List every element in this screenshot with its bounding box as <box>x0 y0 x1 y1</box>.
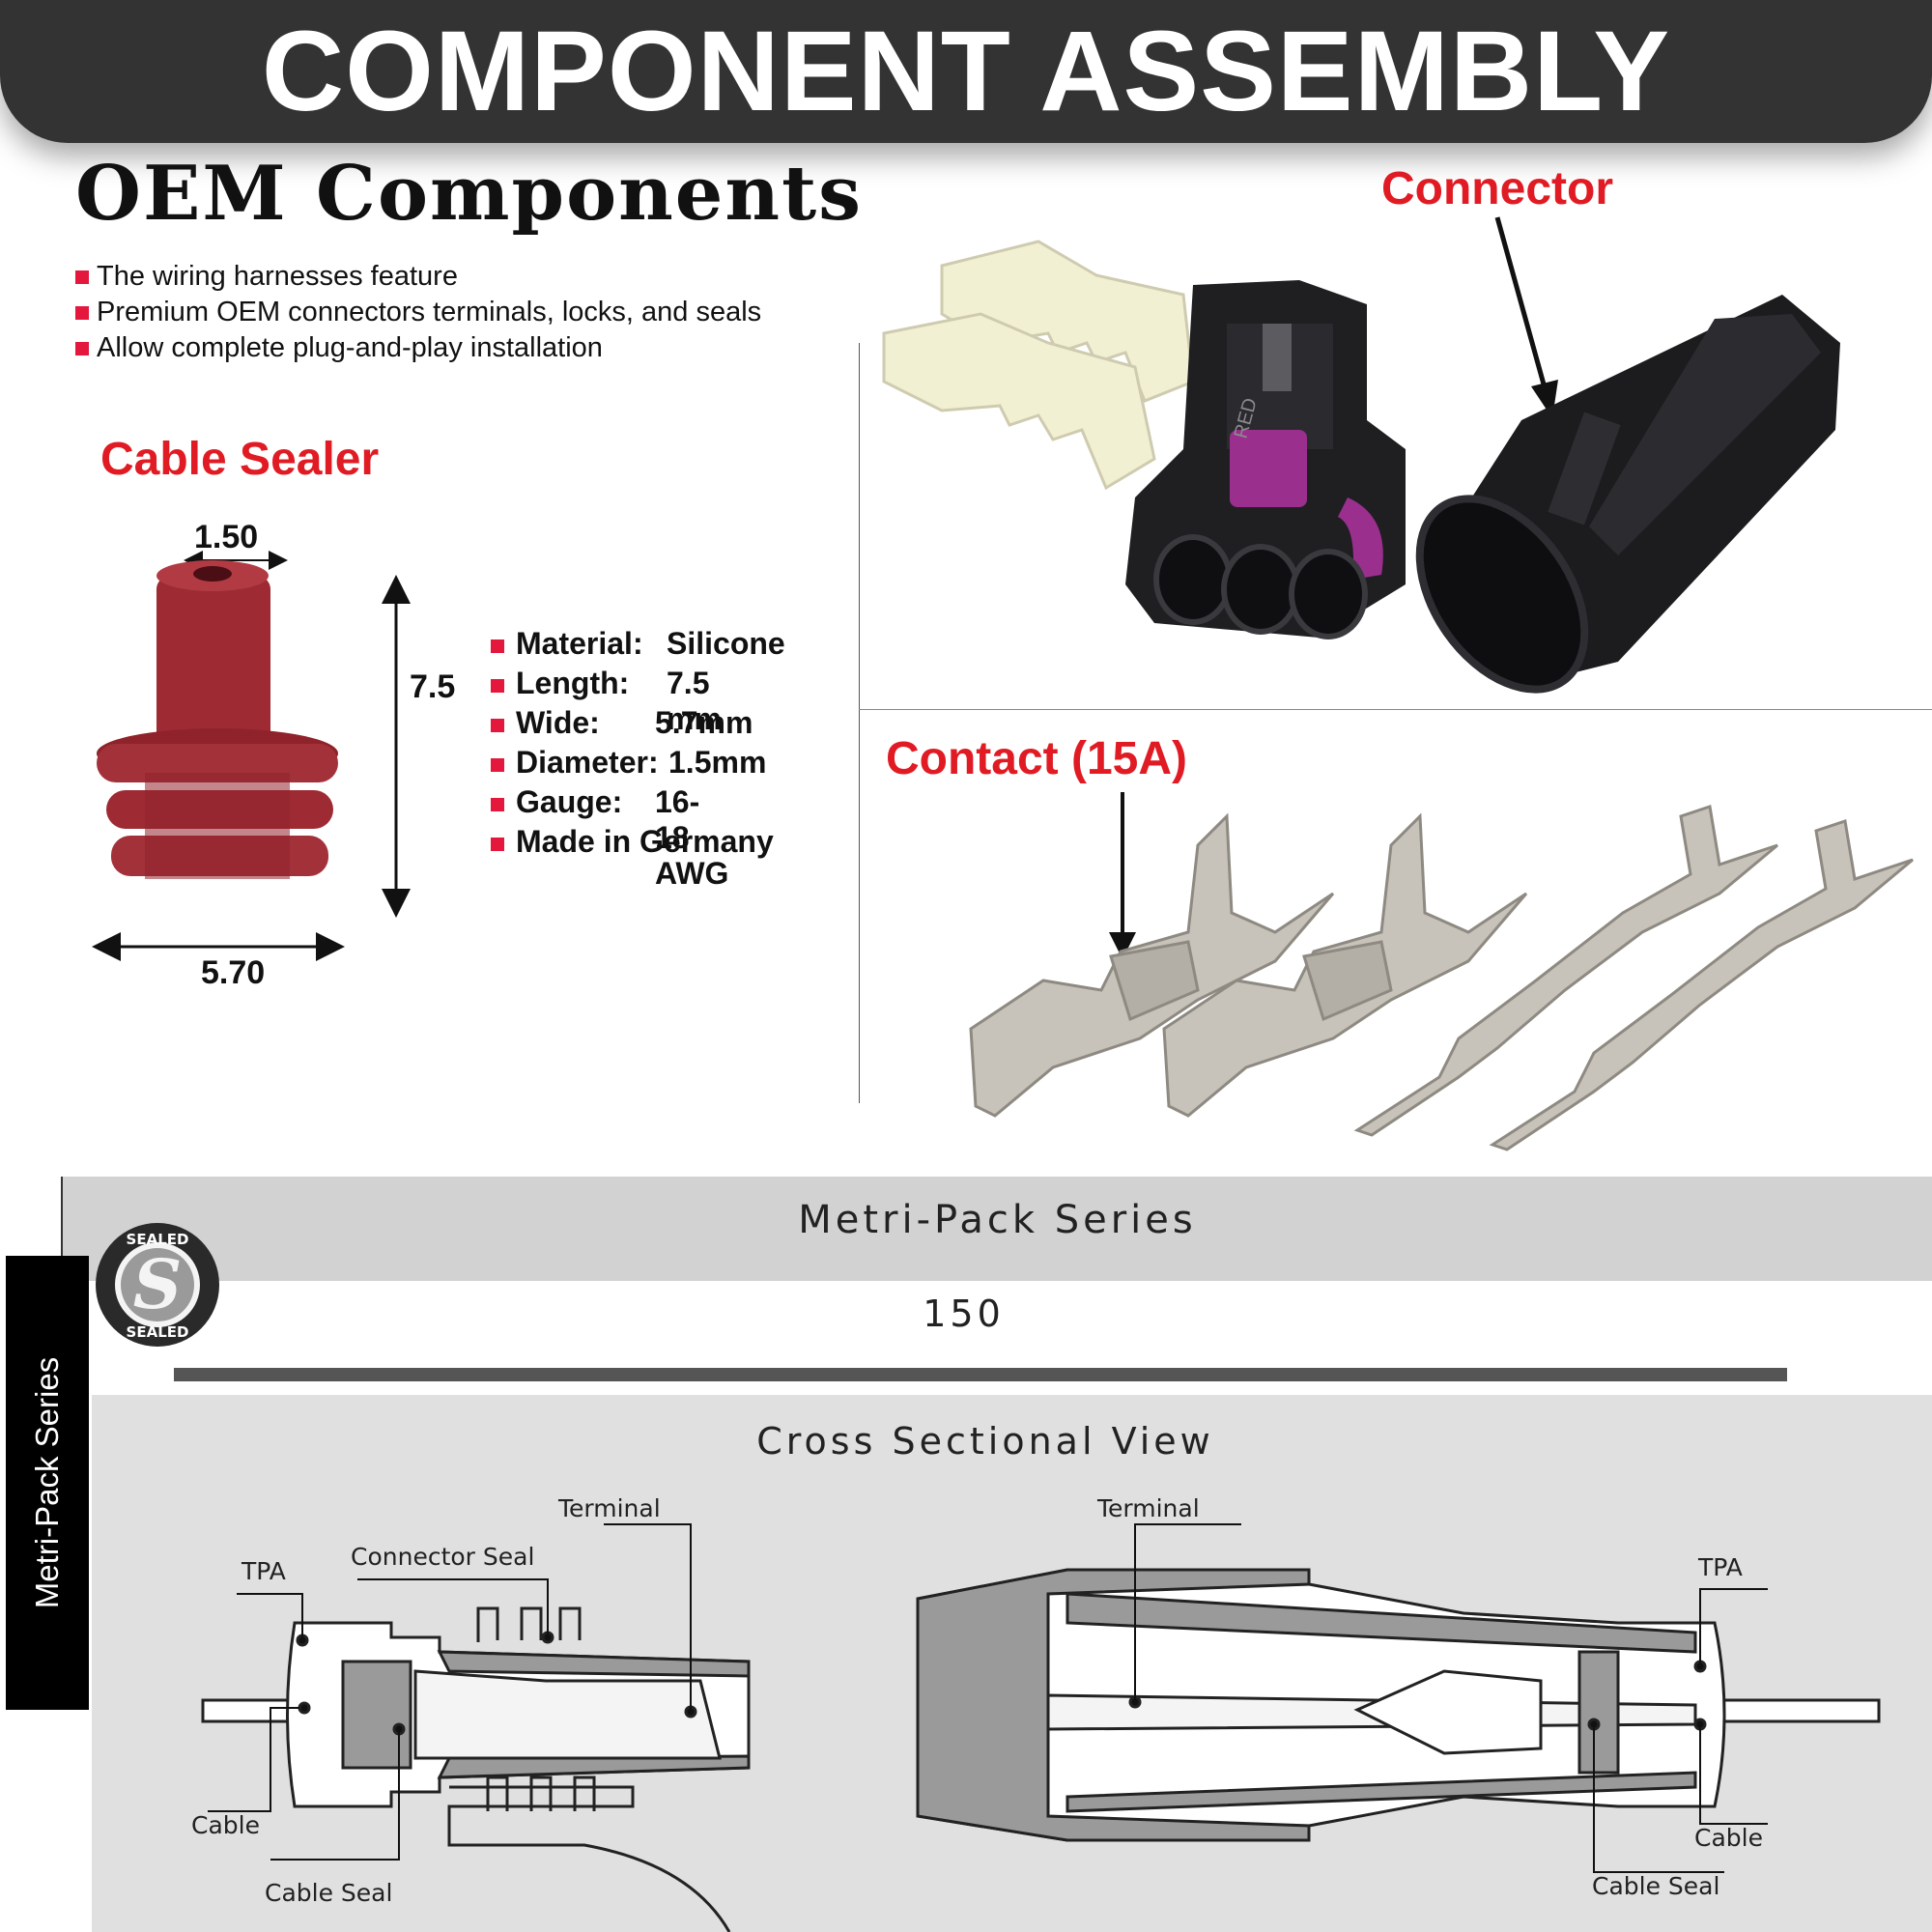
bullet-icon <box>75 342 89 356</box>
spec-value: Silicone <box>667 626 785 661</box>
label-cable-left: Cable <box>191 1811 260 1839</box>
cross-section-diagram <box>201 1523 1881 1932</box>
bullet-icon <box>491 757 504 772</box>
bullet-icon <box>491 837 504 851</box>
section-rule <box>174 1368 1787 1381</box>
spec-wide: Wide: 5.7mm <box>491 705 753 741</box>
male-contact <box>1353 805 1778 1137</box>
header-banner <box>0 0 1932 143</box>
label-terminal-right: Terminal <box>1097 1494 1200 1522</box>
cable-sealer-heading: Cable Sealer <box>100 434 380 485</box>
spec-label: Length: <box>516 666 630 700</box>
label-cable-seal-left: Cable Seal <box>265 1879 393 1907</box>
cable-seal-part <box>97 560 338 879</box>
female-housing: RED <box>1125 280 1406 639</box>
bullet-icon <box>75 306 89 321</box>
feature-item: Allow complete plug-and-play installatio… <box>75 332 603 364</box>
spec-value: 5.7mm <box>655 705 753 740</box>
spec-value: 16-18 AWG <box>655 784 729 891</box>
spec-label: Made in Germany <box>516 824 774 859</box>
spec-value: 1.5mm <box>668 745 767 780</box>
label-tpa-right: TPA <box>1698 1553 1743 1581</box>
left-leader-lines <box>208 1523 692 1861</box>
contact-heading: Contact (15A) <box>886 733 1188 784</box>
right-leader-lines <box>1134 1523 1768 1873</box>
label-terminal-left: Terminal <box>558 1494 661 1522</box>
bullet-icon <box>491 639 504 653</box>
spec-label: Wide: <box>516 705 600 740</box>
bullet-icon <box>491 678 504 693</box>
spec-material: Material: Silicone <box>491 626 785 662</box>
spec-gauge: Gauge: 16-18 AWG <box>491 784 728 891</box>
spec-length: Length: 7.5 mm <box>491 666 722 736</box>
male-contact <box>1489 819 1914 1151</box>
oem-components-title: OEM Components <box>75 150 864 238</box>
male-housing <box>1415 295 1840 694</box>
right-cross-section <box>916 1568 1881 1842</box>
feature-text: The wiring harnesses feature <box>97 261 458 292</box>
cross-section-title: Cross Sectional View <box>756 1420 1214 1463</box>
logo-text-bottom: SEALED <box>127 1323 189 1341</box>
feature-text: Premium OEM connectors terminals, locks,… <box>97 297 762 327</box>
spec-label: Diameter: <box>516 745 659 780</box>
side-tab <box>6 1256 89 1710</box>
lock-clip-lower <box>882 312 1156 491</box>
feature-text: Allow complete plug-and-play installatio… <box>97 332 603 363</box>
spec-value: 7.5 mm <box>667 666 722 736</box>
series-title: Metri-Pack Series <box>798 1198 1197 1242</box>
page-title: COMPONENT ASSEMBLY <box>261 8 1671 135</box>
label-cable-seal-right: Cable Seal <box>1592 1872 1720 1900</box>
dim-height-label: 7.5 <box>410 668 456 705</box>
side-tab-label: Metri-Pack Series <box>6 1256 89 1710</box>
spec-label: Material: <box>516 626 643 661</box>
logo-letter: S <box>133 1244 183 1324</box>
logo-text-top: SEALED <box>127 1231 189 1248</box>
female-contact <box>1162 812 1528 1118</box>
contact-illustration <box>969 792 1914 1151</box>
sealed-logo-icon: S SEALED SEALED <box>96 1223 219 1347</box>
vertical-divider <box>859 343 860 1103</box>
left-cross-section <box>201 1606 751 1932</box>
series-header-band <box>63 1177 1932 1281</box>
connector-illustration: RED <box>882 216 1840 694</box>
label-cable-right: Cable <box>1694 1824 1763 1852</box>
dim-top-label: 1.50 <box>194 519 259 555</box>
label-connector-seal: Connector Seal <box>351 1543 535 1571</box>
feature-item: Premium OEM connectors terminals, locks,… <box>75 297 761 328</box>
bullet-icon <box>75 270 89 285</box>
spec-label: Gauge: <box>516 784 623 819</box>
connector-pointer-arrow <box>1494 216 1548 392</box>
spec-diameter: Diameter: 1.5mm <box>491 745 766 781</box>
series-number: 150 <box>923 1293 1005 1335</box>
connector-heading: Connector <box>1381 163 1613 214</box>
cable-sealer-illustration <box>92 551 411 961</box>
label-tpa-left: TPA <box>242 1557 286 1585</box>
bullet-icon <box>491 718 504 732</box>
female-contact <box>969 812 1335 1118</box>
spec-origin: Made in Germany <box>491 824 774 860</box>
feature-item: The wiring harnesses feature <box>75 261 458 293</box>
side-tab-text: Metri-Pack Series <box>29 1356 65 1609</box>
horizontal-divider <box>859 709 1932 710</box>
bullet-icon <box>491 797 504 811</box>
